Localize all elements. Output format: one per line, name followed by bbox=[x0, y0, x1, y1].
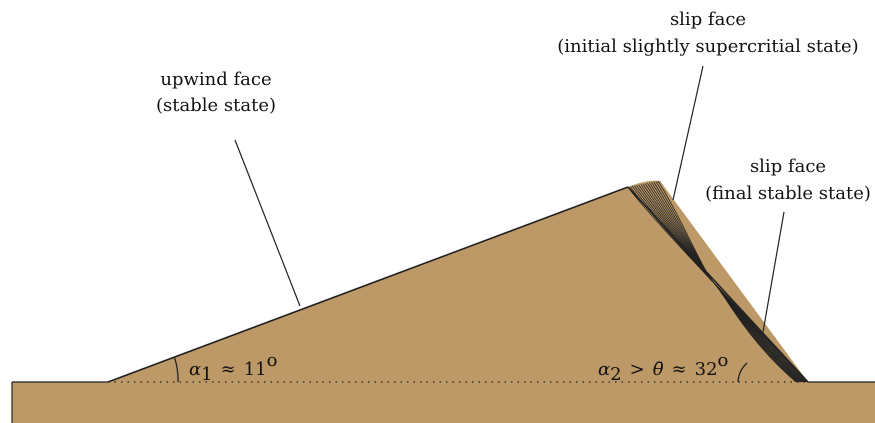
slip-final-leader-line bbox=[762, 211, 785, 333]
dune-body bbox=[108, 180, 808, 382]
alpha2-annotation: α2 > θ̄ ≈32o bbox=[598, 350, 728, 385]
alpha2-symbol: α bbox=[598, 359, 610, 380]
upwind-face-edge bbox=[107, 186, 629, 383]
alpha2-value: 32 bbox=[695, 359, 718, 380]
angle-arc-alpha2 bbox=[737, 362, 748, 383]
alpha2-greater-than: > bbox=[630, 359, 645, 380]
upwind-label-line1: upwind face bbox=[160, 69, 271, 90]
alpha1-annotation: α1 ≈11o bbox=[189, 350, 277, 385]
slip-final-label-line1: slip face bbox=[750, 156, 826, 177]
alpha1-symbol: α bbox=[189, 359, 201, 380]
theta-bar-symbol: θ̄ bbox=[653, 359, 664, 380]
alpha1-degree: o bbox=[267, 350, 278, 371]
upwind-leader-line bbox=[234, 139, 301, 307]
slip-profile-curve bbox=[657, 180, 797, 383]
slip-face-profile-curves bbox=[627, 180, 809, 383]
slip-initial-leader-line bbox=[672, 65, 704, 201]
upwind-label-line2: (stable state) bbox=[156, 95, 276, 116]
alpha2-approx: ≈ bbox=[672, 359, 687, 380]
angle-arc-alpha1 bbox=[173, 357, 179, 383]
alpha1-value: 11 bbox=[244, 359, 267, 380]
slip-final-label-line2: (final stable state) bbox=[705, 183, 871, 204]
alpha1-subscript: 1 bbox=[201, 364, 212, 385]
alpha1-approx: ≈ bbox=[221, 359, 236, 380]
ground-layer bbox=[12, 382, 875, 423]
alpha2-degree: o bbox=[718, 350, 729, 371]
slip-initial-label-line1: slip face bbox=[670, 9, 746, 30]
alpha2-subscript: 2 bbox=[610, 364, 621, 385]
slip-initial-label-line2: (initial slightly supercritial state) bbox=[557, 36, 858, 57]
